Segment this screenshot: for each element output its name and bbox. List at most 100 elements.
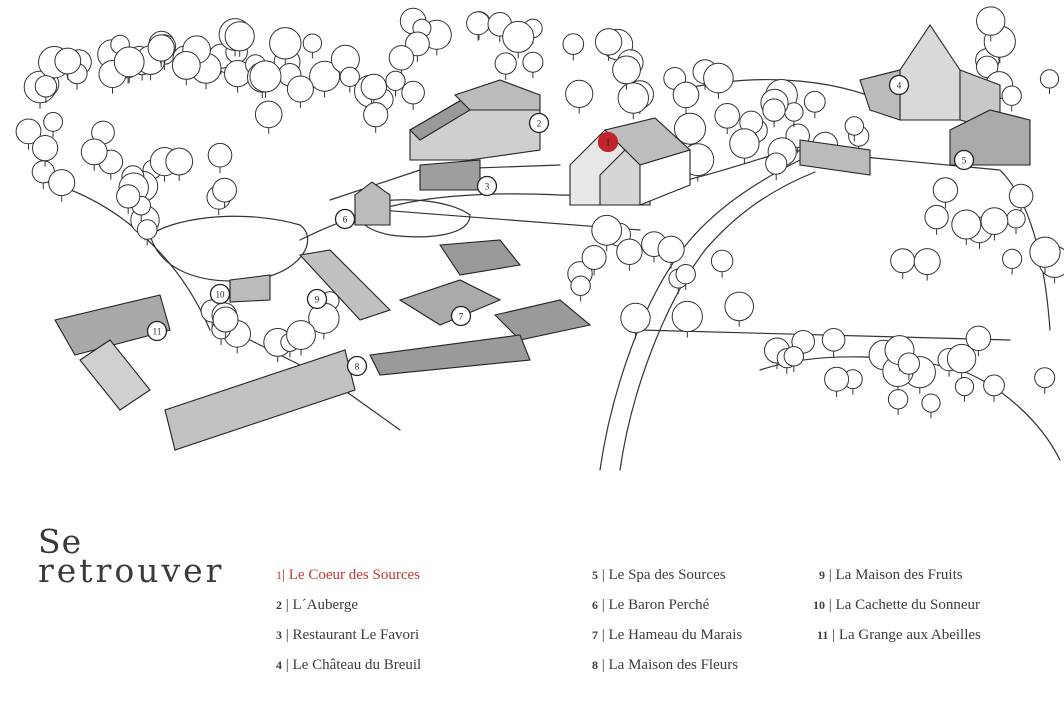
tree <box>466 11 491 36</box>
legend-item[interactable]: 7 | Le Hameau du Marais <box>592 627 743 643</box>
tree <box>80 138 108 166</box>
page-title: Se retrouver <box>38 522 225 591</box>
marker-circle <box>334 208 356 230</box>
tree <box>34 75 58 98</box>
tree <box>657 235 685 263</box>
map-marker-7[interactable]: 7 <box>450 305 472 327</box>
building-cachette <box>229 274 271 303</box>
tree <box>249 60 282 93</box>
tree <box>212 177 238 203</box>
tree <box>724 291 755 322</box>
legend-item[interactable]: 5 | Le Spa des Sources <box>592 567 726 583</box>
tree <box>844 116 864 136</box>
map-marker-11[interactable]: 11 <box>146 320 168 342</box>
map-marker-3[interactable]: 3 <box>476 175 498 197</box>
tree <box>1006 209 1026 229</box>
tree <box>765 152 788 175</box>
marker-number: 5 <box>962 155 967 165</box>
tree <box>965 325 992 351</box>
map-marker-9[interactable]: 9 <box>306 288 328 310</box>
legend-item[interactable]: 4 | Le Château du Breuil <box>276 657 422 673</box>
tree <box>675 264 696 285</box>
tree <box>212 306 239 333</box>
tree <box>612 55 641 85</box>
marker-circle <box>346 355 368 377</box>
tree <box>951 209 982 240</box>
map-marker-8[interactable]: 8 <box>346 355 368 377</box>
tree <box>671 300 703 333</box>
building-maison-des-fruits <box>298 249 392 321</box>
title-line-2: retrouver <box>38 551 225 591</box>
legend-item[interactable]: 10 | La Cachette du Sonneur <box>813 597 981 613</box>
tree <box>921 393 941 413</box>
tree <box>714 103 741 129</box>
tree <box>924 204 949 230</box>
map-marker-10[interactable]: 10 <box>209 283 231 305</box>
pond <box>358 199 471 238</box>
tree <box>113 46 145 78</box>
tree <box>32 135 59 162</box>
legend-item[interactable]: 3 | Restaurant Le Favori <box>276 627 420 643</box>
legend-item[interactable]: 6 | Le Baron Perché <box>592 597 710 613</box>
marker-circle <box>476 175 498 197</box>
tree <box>254 100 283 129</box>
tree <box>385 70 406 92</box>
tree <box>1029 236 1061 268</box>
tree <box>932 177 959 203</box>
marker-number: 10 <box>216 289 226 299</box>
tree <box>363 102 389 128</box>
tree <box>502 20 535 53</box>
legend-item[interactable]: 9 | La Maison des Fruits <box>819 567 963 583</box>
tree <box>570 275 591 296</box>
building-restaurant <box>419 159 481 191</box>
title-line-1: Se <box>38 522 83 561</box>
tree <box>522 51 544 73</box>
marker-circle <box>209 283 231 305</box>
tree <box>54 47 82 75</box>
tree <box>286 320 316 350</box>
marker-circle <box>597 131 619 153</box>
legend-item[interactable]: 2 | L´Auberge <box>276 597 359 613</box>
map-marker-4[interactable]: 4 <box>888 74 910 96</box>
tree <box>1039 69 1060 89</box>
building-maison-des-fleurs <box>164 334 531 451</box>
legend-item[interactable]: 1| Le Coeur des Sources <box>276 567 420 583</box>
building-spa <box>799 109 1031 176</box>
tree <box>1034 367 1056 389</box>
tree <box>783 346 804 367</box>
marker-circle <box>146 320 168 342</box>
map-marker-2[interactable]: 2 <box>528 112 550 134</box>
tree <box>339 66 360 88</box>
map-marker-5[interactable]: 5 <box>953 149 975 171</box>
path-line <box>619 171 816 471</box>
tree <box>672 81 700 109</box>
tree <box>954 377 975 397</box>
marker-number: 1 <box>606 137 611 147</box>
building-chateau <box>859 24 1001 131</box>
tree <box>494 52 517 75</box>
marker-circle <box>450 305 472 327</box>
tree <box>591 214 623 246</box>
building-auberge <box>409 79 541 161</box>
tree <box>821 328 846 352</box>
legend-item[interactable]: 8 | La Maison des Fleurs <box>592 657 739 673</box>
tree <box>594 28 623 56</box>
tree <box>165 147 194 176</box>
tree <box>147 34 175 62</box>
tree <box>116 184 141 209</box>
tree <box>1001 85 1022 106</box>
tree <box>43 112 63 132</box>
marker-number: 8 <box>355 361 360 371</box>
marker-number: 6 <box>343 214 348 224</box>
tree <box>620 302 651 334</box>
path-line <box>789 149 1051 331</box>
legend-item[interactable]: 11 | La Grange aux Abeilles <box>817 627 981 643</box>
tree <box>401 80 425 105</box>
estate-map: 1 2 3 4 5 6 7 8 9 10 11 <box>15 6 1064 471</box>
building-coeur-des-sources <box>569 117 692 206</box>
tree <box>360 73 387 101</box>
map-marker-1[interactable]: 1 <box>597 131 619 153</box>
tree <box>710 249 734 273</box>
map-marker-6[interactable]: 6 <box>334 208 356 230</box>
tree <box>803 90 826 113</box>
